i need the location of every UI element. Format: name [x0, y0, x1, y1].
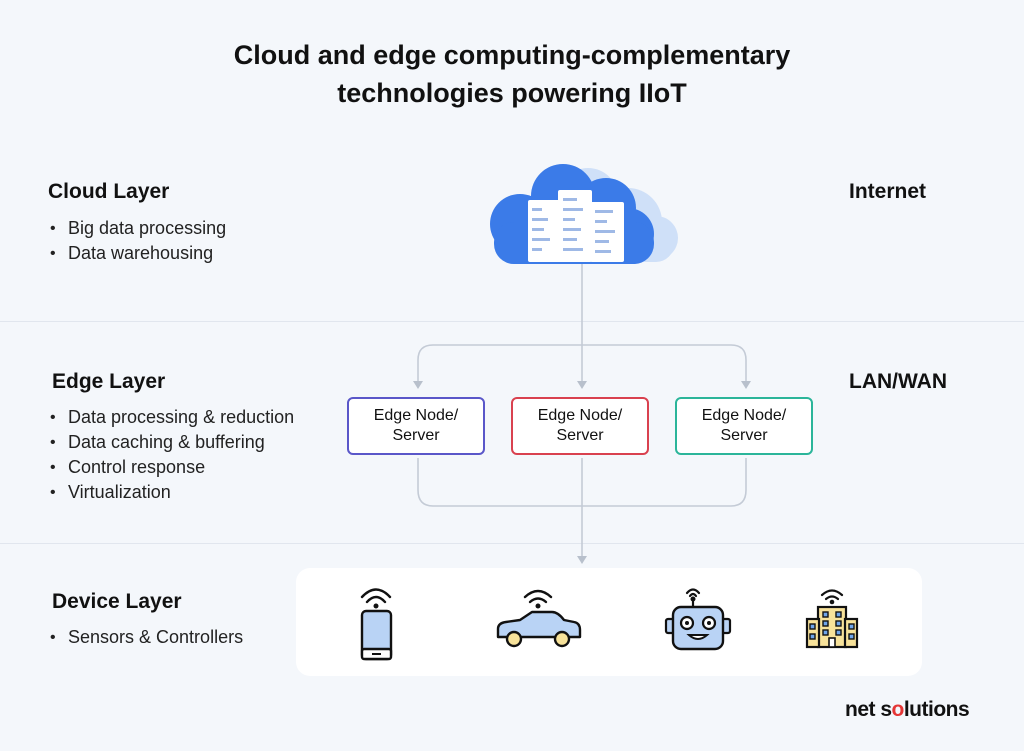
arrow-head-devices — [577, 556, 587, 564]
arrow-head-node-2 — [577, 381, 587, 389]
edge-layer-bullets: Data processing & reduction Data caching… — [48, 405, 294, 505]
brand-part: net s — [845, 698, 892, 721]
edge-node-2: Edge Node/Server — [511, 397, 649, 455]
cloud-layer-bullets: Big data processing Data warehousing — [48, 216, 226, 266]
lan-wan-label: LAN/WAN — [849, 370, 947, 393]
edge-bullet: Data caching & buffering — [48, 430, 294, 455]
edge-bullet: Control response — [48, 455, 294, 480]
car-icon — [496, 589, 582, 648]
edge-node-label: Server — [556, 427, 604, 444]
smartphone-icon — [360, 588, 393, 661]
edge-distribution-line — [417, 344, 747, 383]
net-solutions-logo: net solutions — [845, 698, 970, 722]
edge-device-divider — [0, 543, 1024, 544]
edge-bullet: Data processing & reduction — [48, 405, 294, 430]
title-line-2: technologies powering IIoT — [337, 78, 687, 108]
building-icon — [805, 589, 859, 649]
edge-node-label: Server — [392, 427, 440, 444]
internet-label: Internet — [849, 180, 927, 203]
cloud-bullet: Big data processing — [48, 216, 226, 241]
cloud-edge-divider — [0, 321, 1024, 322]
device-layer-heading: Device Layer — [52, 590, 182, 613]
edge-node-3: Edge Node/Server — [675, 397, 813, 455]
edge-node-label: Edge Node/ — [537, 407, 623, 424]
device-layer-bullets: Sensors & Controllers — [48, 625, 243, 650]
edge-node-label: Server — [720, 427, 768, 444]
edge-node-label: Edge Node/ — [701, 407, 787, 424]
device-bullet: Sensors & Controllers — [48, 625, 243, 650]
arrow-head-node-1 — [413, 381, 423, 389]
title-line-1: Cloud and edge computing-complementary — [233, 40, 791, 70]
edge-layer-heading: Edge Layer — [52, 370, 166, 393]
arrow-head-node-3 — [741, 381, 751, 389]
brand-part: o — [891, 698, 905, 721]
cloud-server-icon — [490, 164, 678, 264]
diagram-title: Cloud and edge computing-complementary t… — [0, 36, 1024, 112]
cloud-layer-heading: Cloud Layer — [48, 180, 170, 203]
edge-bullet: Virtualization — [48, 480, 294, 505]
cloud-bullet: Data warehousing — [48, 241, 226, 266]
robot-icon — [664, 588, 732, 651]
brand-part: lutions — [903, 698, 970, 721]
edge-node-1: Edge Node/Server — [347, 397, 485, 455]
edge-node-label: Edge Node/ — [373, 407, 459, 424]
